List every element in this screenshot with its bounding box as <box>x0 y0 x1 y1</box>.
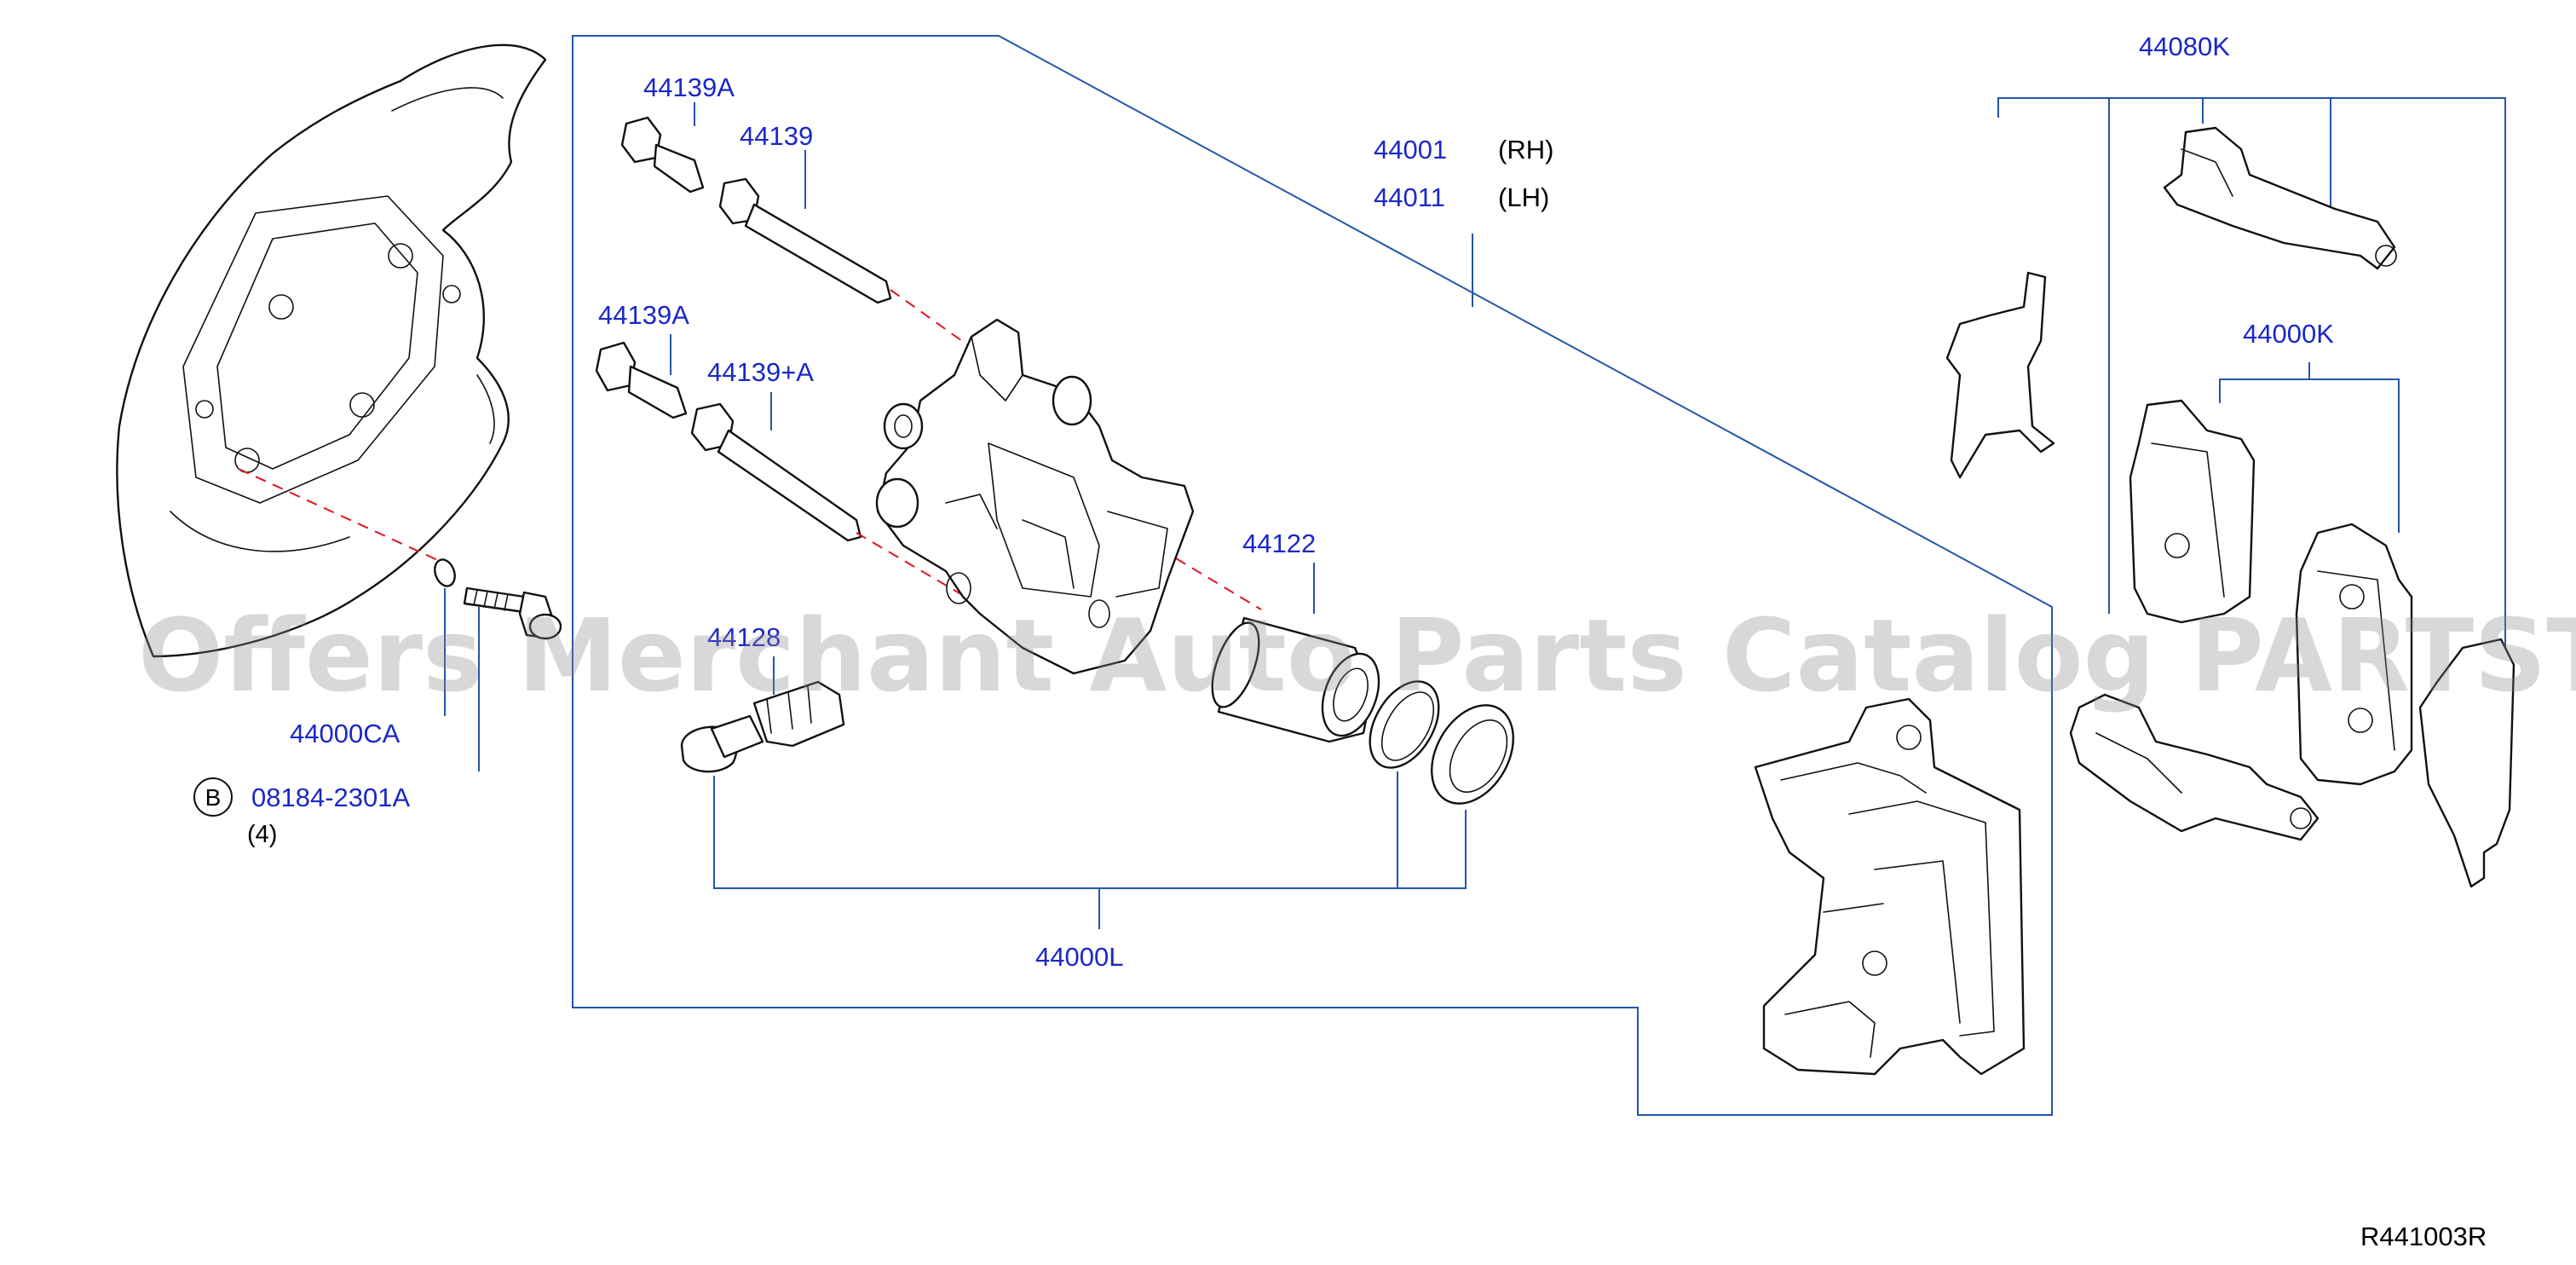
label-44139A-top: 44139A <box>643 72 735 102</box>
label-08184: 08184-2301A <box>251 783 410 812</box>
caliper-bracket <box>1754 697 2026 1076</box>
guide-pin-44139 <box>718 177 892 304</box>
leader-44000K <box>2219 362 2400 533</box>
pad-shim-right <box>2418 638 2515 888</box>
anti-rattle-clip-upper <box>2163 126 2397 270</box>
brake-pad-outer <box>2129 399 2256 624</box>
caliper-body <box>875 318 1195 675</box>
label-44080K: 44080K <box>2139 32 2230 61</box>
label-44128: 44128 <box>707 622 781 652</box>
label-44001: 44001 <box>1374 135 1447 165</box>
label-44000CA: 44000CA <box>290 719 401 748</box>
anti-rattle-clip-lower <box>2069 693 2320 841</box>
badge-letter: B <box>205 784 222 811</box>
backing-plate <box>116 43 547 658</box>
piston-44122 <box>1211 616 1380 743</box>
watermark: Offers Merchant Auto Parts Catalog PARTS… <box>138 597 2576 714</box>
b-badge: B <box>193 777 233 817</box>
leader-44000L <box>713 771 1467 929</box>
label-lh: (LH) <box>1498 182 1549 212</box>
label-44139A-mid: 44139A <box>598 300 689 330</box>
label-rh: (RH) <box>1498 135 1553 165</box>
label-44139: 44139 <box>740 121 813 151</box>
washer <box>434 558 456 587</box>
diagram-reference: R441003R <box>2360 1222 2487 1251</box>
pad-shim-left <box>1945 271 2055 479</box>
guide-line-upper <box>890 289 981 355</box>
piston-seal <box>1369 680 1440 769</box>
guide-line-backing <box>238 468 444 563</box>
label-44000K: 44000K <box>2243 319 2334 349</box>
bolt-44139A-mid <box>595 341 688 419</box>
caliper-assembly-boundary <box>572 35 2053 1116</box>
guide-line-piston <box>1175 557 1262 610</box>
label-qty: (4) <box>247 821 277 848</box>
label-44000L: 44000L <box>1035 942 1123 972</box>
dust-boot <box>1431 704 1514 805</box>
label-44011: 44011 <box>1374 182 1445 212</box>
brake-pad-inner <box>2295 523 2413 786</box>
bolt-44139A-top <box>620 116 705 194</box>
leader-44080K <box>1997 97 2506 648</box>
guide-pin-44139pA <box>690 402 862 542</box>
mounting-bolt <box>463 586 562 640</box>
bleeder-screw-44128 <box>680 680 845 773</box>
label-44122: 44122 <box>1242 529 1316 558</box>
label-44139pA: 44139+A <box>707 357 814 387</box>
